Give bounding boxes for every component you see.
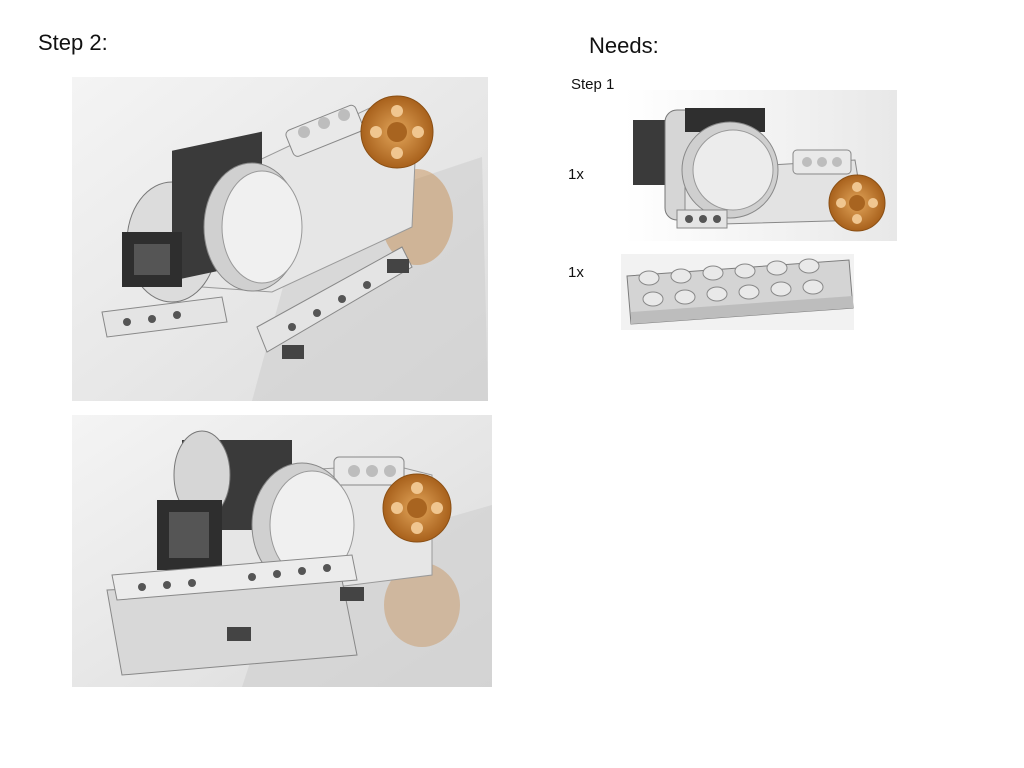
step-title: Step 2:	[38, 30, 108, 55]
step2-assembly-view-a	[72, 77, 488, 401]
assembly-render-a	[72, 77, 488, 401]
assembly-render-b	[72, 415, 492, 687]
plate-render	[621, 254, 854, 330]
step2-assembly-view-b	[72, 415, 492, 687]
needs-plate-image	[621, 254, 854, 330]
needs-item-1-qty: 1x	[568, 166, 584, 183]
needs-item-2-qty: 1x	[568, 264, 584, 281]
needs-title: Needs:	[589, 33, 659, 58]
needs-item-step1-label: Step 1	[571, 76, 615, 93]
needs-step1-assembly-image	[625, 90, 897, 241]
motor-assembly-render	[625, 90, 897, 241]
